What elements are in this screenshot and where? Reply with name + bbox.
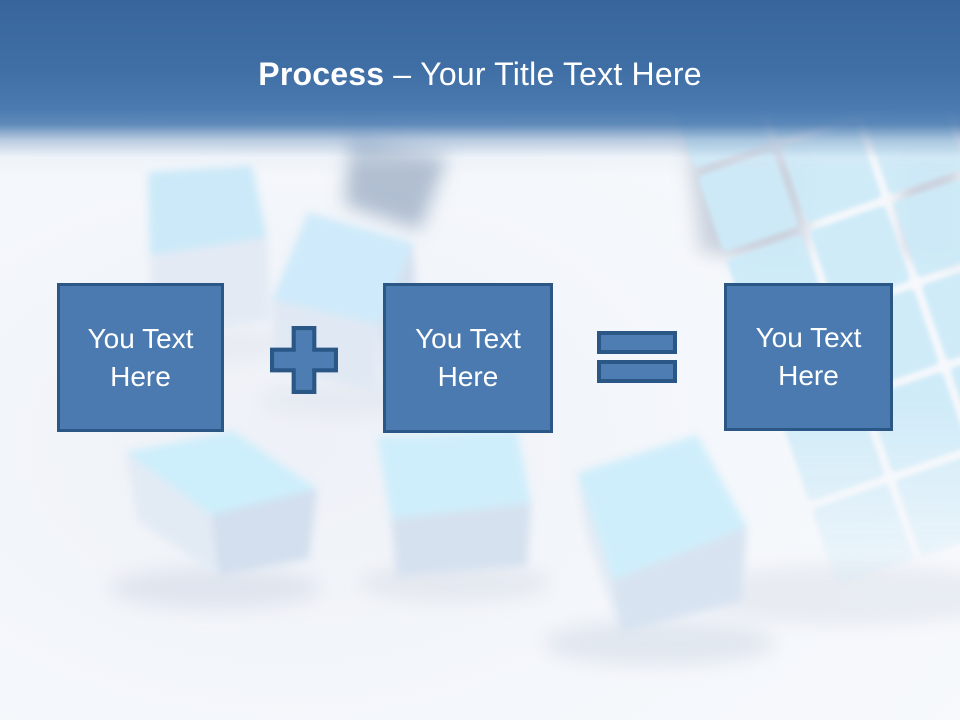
text-box-2[interactable]: You Text Here [383,283,553,433]
equals-icon [597,331,677,383]
scattered-cubes [126,165,747,634]
plus-icon [270,326,338,394]
title-emphasis: Process [258,56,385,92]
title-regular-text: Your Title Text Here [420,56,702,92]
text-box-1[interactable]: You Text Here [57,283,224,432]
text-box-1-label: You Text Here [87,322,194,392]
text-box-2-label: You Text Here [415,323,521,392]
slide-title[interactable]: Process–Your Title Text Here [0,54,960,94]
text-box-3[interactable]: You Text Here [724,283,893,431]
text-box-3-label: You Text Here [755,322,862,391]
title-separator: – [393,56,412,92]
